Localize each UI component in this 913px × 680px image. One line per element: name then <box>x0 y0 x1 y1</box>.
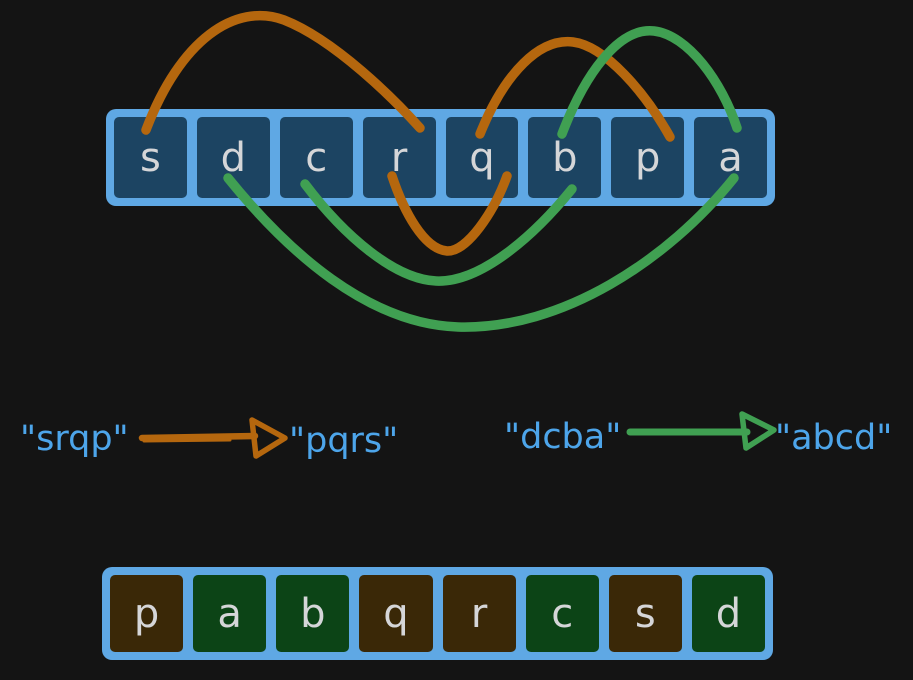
bottom-cell-3: q <box>359 575 433 652</box>
top-letter-array: s d c r q b p a <box>106 109 775 206</box>
bottom-cell-2: b <box>276 575 350 652</box>
orange-arrow-shaft <box>138 432 259 442</box>
top-cell-4: q <box>445 117 519 198</box>
orange-arrow-icon <box>138 417 288 459</box>
bottom-cell-1: a <box>193 575 267 652</box>
top-cell-2: c <box>279 117 353 198</box>
top-cell-7: a <box>694 117 767 198</box>
bottom-cell-5: c <box>525 575 599 652</box>
bottom-letter-array: p a b q r c s d <box>102 567 773 660</box>
bottom-cell-0: p <box>110 575 184 652</box>
top-cell-1: d <box>196 117 270 198</box>
orange-arrow-shaft-doubling <box>142 438 232 443</box>
top-cell-5: b <box>528 117 602 198</box>
top-cell-0: s <box>114 117 187 198</box>
top-cell-6: p <box>611 117 685 198</box>
green-arrow-icon <box>626 411 777 451</box>
green-input-label: "dcba" <box>504 417 622 457</box>
bottom-cell-7: d <box>691 575 765 652</box>
green-output-label: "abcd" <box>775 418 893 458</box>
bottom-cell-4: r <box>442 575 516 652</box>
green-arrowhead-icon <box>739 411 777 451</box>
orange-input-label: "srqp" <box>20 419 129 459</box>
orange-output-label: "pqrs" <box>289 421 399 461</box>
top-cell-3: r <box>362 117 436 198</box>
bottom-cell-6: s <box>608 575 682 652</box>
orange-arrowhead-icon <box>249 417 288 459</box>
